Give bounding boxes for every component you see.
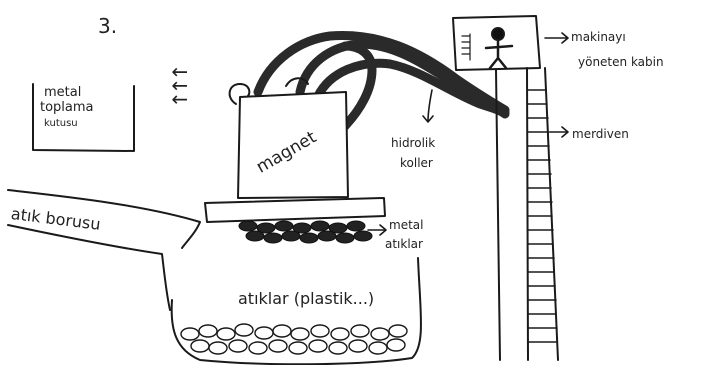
plastic-waste-pellets [180, 323, 408, 355]
waste-pipe [7, 189, 201, 311]
box-label-line-1: metal [44, 85, 82, 100]
magnet-plate [204, 197, 386, 223]
sketch-number: 3. [98, 14, 118, 38]
ladder-label: merdiven [572, 127, 629, 141]
cable-hooks [228, 77, 309, 105]
hydraulic-label-line-1: hidrolik [391, 136, 436, 150]
lift-direction-arrows: ↑↑↑ [168, 66, 192, 108]
metal-waste-label-line-2: atıklar [385, 237, 423, 251]
tower-ladder [495, 67, 559, 361]
magnet-block [237, 91, 349, 199]
box-label-line-2: toplama [40, 100, 94, 115]
hydraulic-label-line-2: koller [400, 156, 433, 170]
metal-waste-pile [238, 220, 373, 244]
callout-arrows [367, 32, 569, 236]
box-label-line-3: kutusu [44, 118, 78, 129]
waste-label: atıklar (plastik...) [238, 289, 375, 308]
cabin-label-line-1: makinayı [571, 30, 626, 44]
metal-collection-box [32, 83, 135, 152]
waste-container [170, 257, 422, 365]
operator-cabin [452, 15, 541, 71]
hydraulic-cables [253, 30, 510, 131]
metal-waste-label-line-1: metal [389, 218, 424, 232]
cabin-label-line-2: yöneten kabin [578, 55, 664, 69]
